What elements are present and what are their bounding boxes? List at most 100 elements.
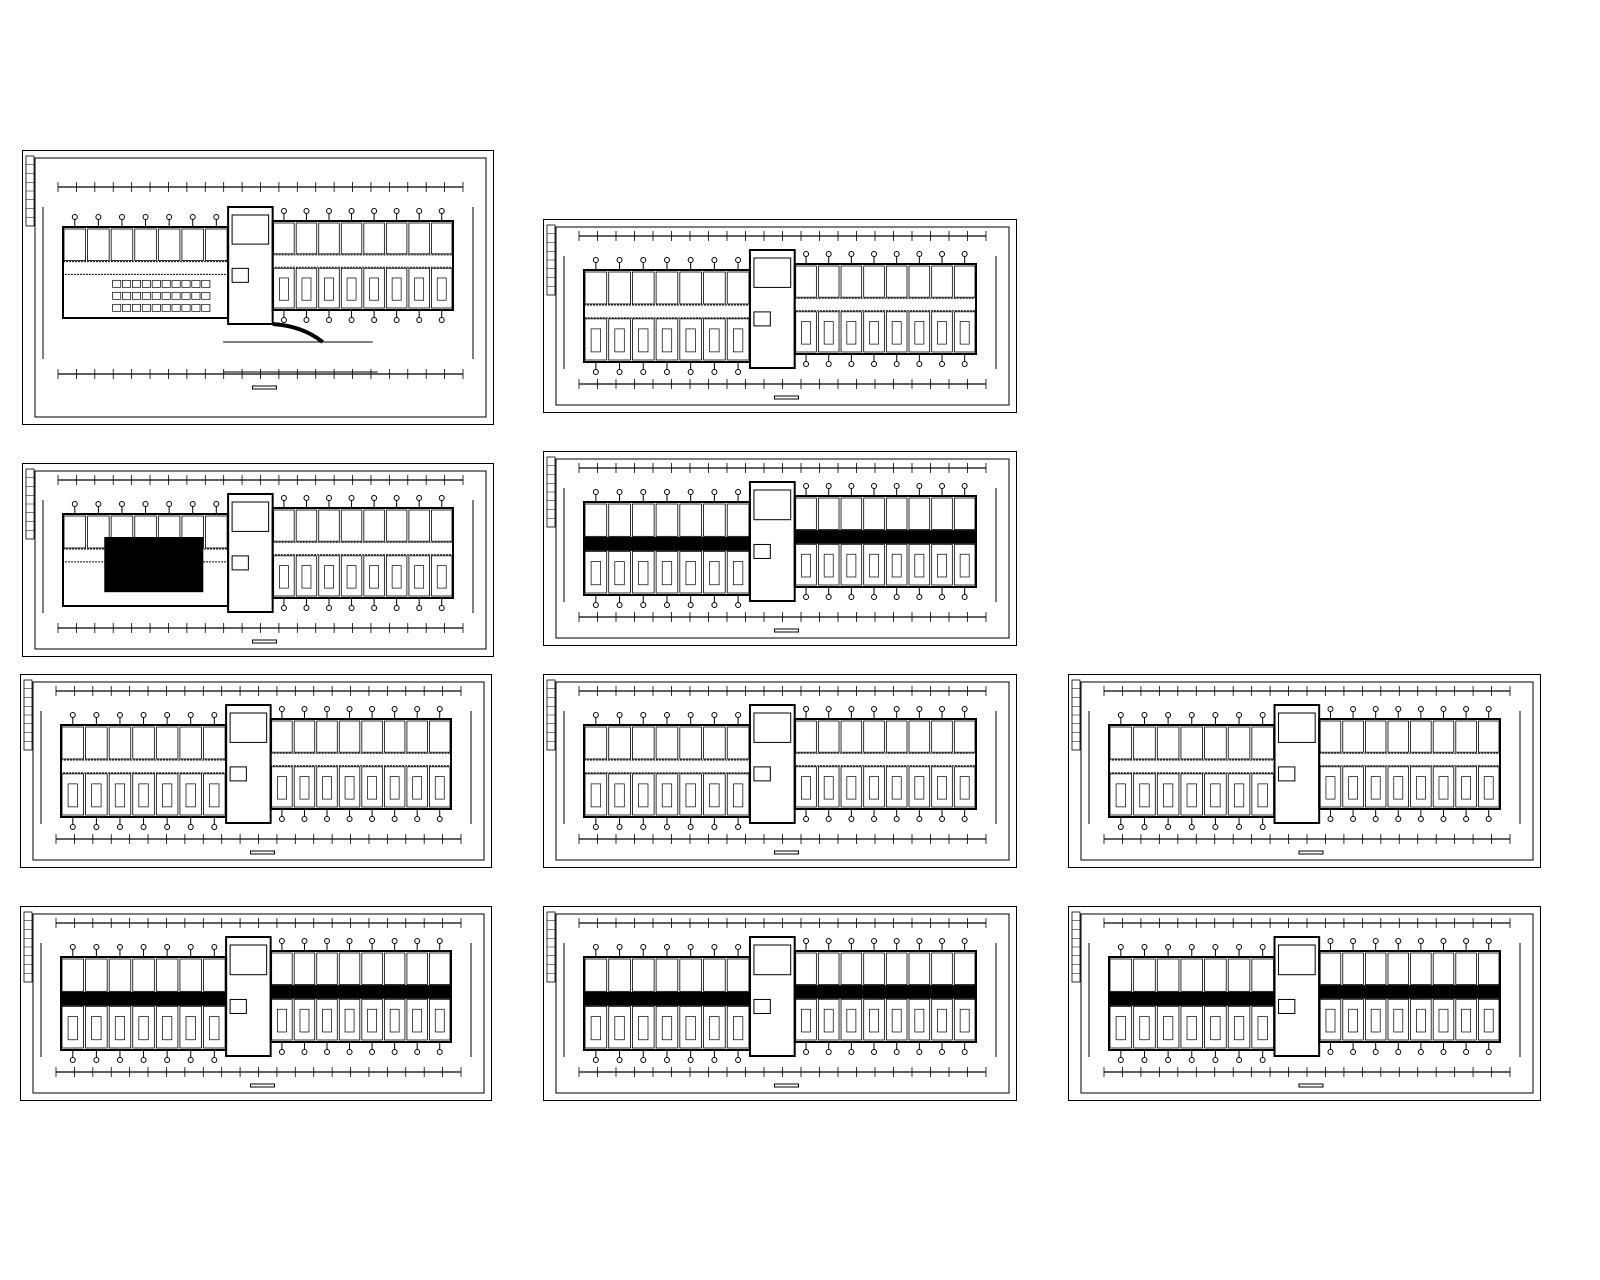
drawing-title-bar bbox=[252, 385, 277, 390]
axis-bubble bbox=[438, 605, 445, 611]
axis-bubble bbox=[592, 944, 599, 950]
bed bbox=[891, 321, 902, 345]
axis-bubble bbox=[825, 251, 832, 257]
room bbox=[108, 773, 132, 816]
room bbox=[273, 509, 295, 542]
axis-bubble bbox=[118, 501, 125, 507]
bed bbox=[1348, 1008, 1358, 1033]
room bbox=[795, 265, 817, 298]
room bbox=[157, 515, 181, 549]
room bbox=[408, 555, 430, 597]
drawing-title-bar bbox=[774, 395, 799, 400]
room bbox=[632, 503, 655, 537]
room bbox=[429, 952, 451, 985]
axis-bubble bbox=[301, 938, 308, 944]
room bbox=[608, 271, 631, 305]
axis-bubble bbox=[1327, 706, 1334, 712]
axis-bubble bbox=[735, 1057, 742, 1063]
table-seat bbox=[122, 291, 132, 300]
bed bbox=[823, 553, 834, 578]
axis-bubble bbox=[848, 251, 855, 257]
corridor bbox=[62, 261, 229, 275]
bed bbox=[1348, 776, 1358, 800]
bed bbox=[891, 553, 902, 578]
room bbox=[863, 766, 885, 808]
bed bbox=[434, 776, 445, 800]
axis-bubble bbox=[961, 816, 968, 822]
room bbox=[1319, 998, 1342, 1041]
room bbox=[655, 271, 679, 305]
bed bbox=[614, 783, 625, 808]
room bbox=[863, 952, 885, 985]
corridor bbox=[583, 536, 751, 551]
room bbox=[1432, 998, 1455, 1041]
room bbox=[273, 222, 295, 255]
room bbox=[726, 958, 750, 992]
room bbox=[385, 509, 408, 542]
axis-bubble bbox=[371, 208, 378, 214]
axis-bubble bbox=[164, 1057, 171, 1063]
axis-bubble bbox=[616, 369, 623, 375]
axis-bubble bbox=[1188, 1057, 1195, 1063]
room bbox=[703, 958, 726, 992]
axis-bubble bbox=[893, 361, 900, 367]
room bbox=[1455, 766, 1477, 808]
axis-bubble bbox=[116, 944, 123, 950]
axis-bubble bbox=[1141, 712, 1148, 718]
axis-bubble bbox=[1165, 1057, 1172, 1063]
axis-bubble bbox=[1350, 1049, 1357, 1055]
room bbox=[406, 952, 428, 985]
axis-bubble bbox=[391, 816, 398, 822]
room bbox=[181, 515, 204, 549]
room bbox=[863, 311, 885, 353]
room bbox=[931, 998, 953, 1041]
axis-bubble bbox=[164, 824, 171, 830]
room bbox=[110, 228, 134, 261]
room bbox=[408, 267, 430, 309]
axis-bubble bbox=[348, 208, 355, 214]
axis-bubble bbox=[640, 489, 647, 495]
bed bbox=[279, 565, 289, 589]
room bbox=[908, 720, 931, 753]
room bbox=[134, 228, 157, 261]
bed bbox=[369, 565, 379, 589]
floor-plan-2 bbox=[543, 219, 1017, 413]
axis-bubble bbox=[1212, 944, 1219, 950]
axis-bubble bbox=[93, 712, 100, 718]
axis-bubble bbox=[592, 257, 599, 263]
bed bbox=[638, 1016, 649, 1041]
axis-bubble bbox=[1259, 824, 1266, 830]
axis-bubble bbox=[939, 1049, 946, 1055]
axis-bubble bbox=[1259, 712, 1266, 718]
axis-bubble bbox=[803, 1049, 810, 1055]
room bbox=[679, 503, 702, 537]
room bbox=[655, 550, 679, 594]
room bbox=[134, 515, 157, 549]
axis-bubble bbox=[803, 938, 810, 944]
axis-bubble bbox=[189, 214, 196, 220]
axis-bubble bbox=[663, 1057, 670, 1063]
bed bbox=[91, 1016, 102, 1041]
axis-bubble bbox=[663, 257, 670, 263]
bed bbox=[67, 1016, 78, 1041]
room bbox=[338, 952, 361, 985]
room bbox=[383, 766, 406, 808]
room bbox=[1342, 998, 1364, 1041]
bed bbox=[959, 321, 970, 345]
room bbox=[584, 318, 608, 361]
room bbox=[316, 952, 338, 985]
axis-bubble bbox=[348, 605, 355, 611]
inner-border bbox=[1080, 681, 1534, 861]
axis-bubble bbox=[1463, 938, 1470, 944]
bed bbox=[1139, 1016, 1150, 1041]
axis-bubble bbox=[303, 605, 310, 611]
bed bbox=[1115, 1016, 1126, 1041]
axis-bubble bbox=[187, 712, 194, 718]
inner-border bbox=[34, 157, 487, 418]
bed bbox=[1233, 1016, 1245, 1041]
drawing-title-bar bbox=[774, 628, 799, 633]
table-seat bbox=[181, 279, 191, 288]
bed bbox=[209, 783, 220, 808]
axis-bubble bbox=[640, 1057, 647, 1063]
room bbox=[383, 998, 406, 1041]
